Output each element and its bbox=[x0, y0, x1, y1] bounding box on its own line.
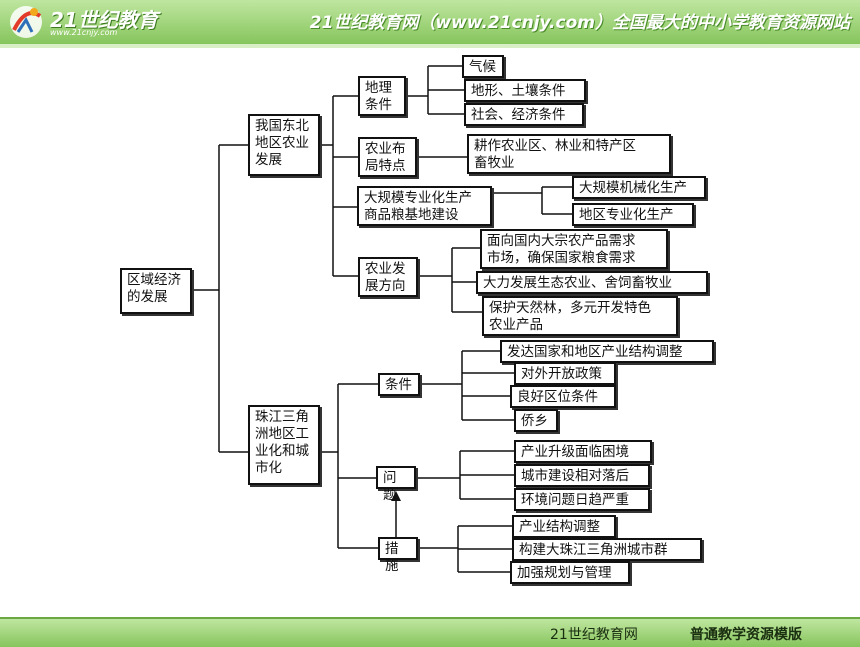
header-rule bbox=[0, 44, 860, 48]
socio-economic-node: 社会、经济条件 bbox=[464, 103, 584, 126]
dir-forest-node: 保护天然林，多元开发特色 农业产品 bbox=[482, 296, 678, 336]
terrain-soil-node: 地形、土壤条件 bbox=[464, 79, 586, 102]
dir-eco-node: 大力发展生态农业、舍饲畜牧业 bbox=[476, 271, 708, 294]
prob-environment-node: 环境问题日趋严重 bbox=[514, 488, 650, 511]
logo-subtext: www.21cnjy.com bbox=[50, 28, 118, 37]
cond-policy-node: 对外开放政策 bbox=[514, 362, 616, 385]
logo-text: 21世纪教育 bbox=[50, 8, 158, 32]
dir-demand-node: 面向国内大宗农产品需求 市场，确保国家粮食需求 bbox=[480, 229, 668, 269]
measures-node: 措施 bbox=[378, 537, 418, 574]
logo-icon bbox=[10, 6, 42, 38]
layout-features-node: 农业布 局特点 bbox=[358, 137, 417, 177]
agri-zones-node: 耕作农业区、林业和特产区 畜牧业 bbox=[467, 134, 671, 174]
regional-spec-node: 地区专业化生产 bbox=[572, 203, 694, 226]
footer-right-text: 普通教学资源模版 bbox=[690, 627, 802, 643]
northeast-branch-node: 我国东北 地区农业 发展 bbox=[248, 114, 320, 176]
geo-conditions-node: 地理 条件 bbox=[358, 76, 406, 116]
cond-structure-node: 发达国家和地区产业结构调整 bbox=[500, 340, 714, 363]
root-node: 区域经济 的发展 bbox=[120, 268, 192, 314]
meas-planning-node: 加强规划与管理 bbox=[510, 561, 630, 584]
prob-upgrade-node: 产业升级面临困境 bbox=[514, 440, 652, 463]
mechanized-node: 大规模机械化生产 bbox=[572, 176, 706, 199]
problems-node: 问题 bbox=[376, 466, 416, 503]
prob-urban-node: 城市建设相对落后 bbox=[514, 464, 650, 487]
prd-branch-node: 珠江三角 洲地区工 业化和城 市化 bbox=[248, 405, 320, 485]
meas-citygroup-node: 构建大珠江三角洲城市群 bbox=[512, 538, 702, 561]
climate-node: 气候 bbox=[462, 55, 504, 78]
meas-structure-node: 产业结构调整 bbox=[512, 515, 616, 538]
footer-banner: 21世纪教育网 普通教学资源模版 bbox=[0, 617, 860, 647]
direction-node: 农业发 展方向 bbox=[358, 257, 418, 297]
cond-hometown-node: 侨乡 bbox=[514, 409, 558, 432]
header-banner: 21世纪教育 www.21cnjy.com 21世纪教育网（www.21cnjy… bbox=[0, 0, 860, 46]
cond-location-node: 良好区位条件 bbox=[510, 385, 616, 408]
header-slogan: 21世纪教育网（www.21cnjy.com）全国最大的中小学教育资源网站 bbox=[309, 13, 850, 33]
conditions-node: 条件 bbox=[378, 373, 420, 396]
footer-left-text: 21世纪教育网 bbox=[550, 627, 638, 643]
large-scale-node: 大规模专业化生产 商品粮基地建设 bbox=[357, 186, 492, 226]
